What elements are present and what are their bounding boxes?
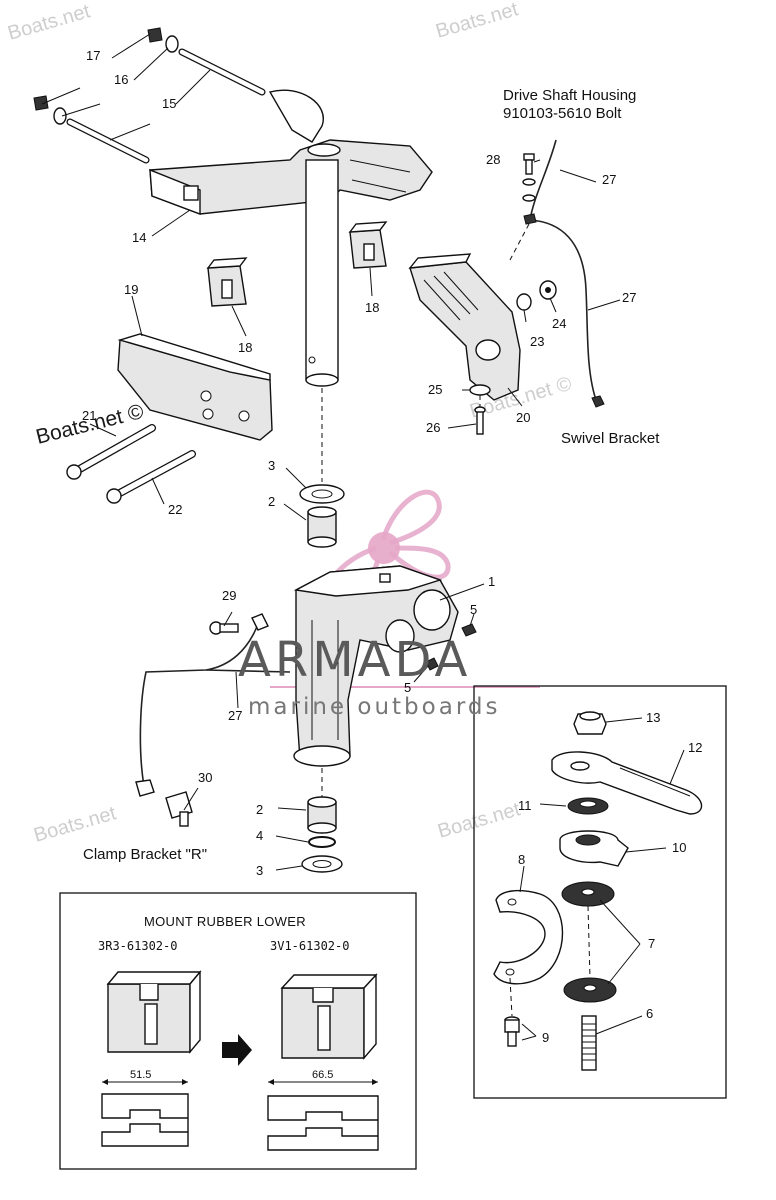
screw-26 [474, 406, 486, 435]
washer-7-top [561, 881, 615, 907]
bracket-8 [493, 889, 564, 985]
clamp-bracket-label: Clamp Bracket "R" [83, 846, 207, 863]
callout-18-right: 18 [365, 300, 379, 315]
leader-lines [41, 33, 685, 1041]
callout-23: 23 [530, 334, 544, 349]
callout-9: 9 [542, 1030, 549, 1045]
washer-3-bottom [301, 855, 343, 873]
callout-30: 30 [198, 770, 212, 785]
nut-17 [33, 27, 163, 111]
bolt-30 [165, 791, 193, 827]
callout-5-upper: 5 [470, 602, 477, 617]
callout-27-top: 27 [602, 172, 616, 187]
upper-mount-bracket-14 [149, 89, 433, 216]
callout-27-mid: 27 [622, 290, 636, 305]
bolt-15-upper [178, 48, 266, 96]
callout-15: 15 [162, 96, 176, 111]
callout-25: 25 [428, 382, 442, 397]
watermark-text: Boats.net [435, 798, 523, 843]
callout-6: 6 [646, 1006, 653, 1021]
callout-24: 24 [552, 316, 566, 331]
plate-10 [559, 830, 629, 867]
armada-brand-subtext: marine outboards [248, 694, 500, 720]
steering-arm-12 [551, 751, 703, 815]
callout-8: 8 [518, 852, 525, 867]
washer-16 [53, 35, 179, 125]
callout-19: 19 [124, 282, 138, 297]
washer-23 [516, 293, 532, 311]
callout-11: 11 [518, 798, 532, 813]
callout-12: 12 [688, 740, 702, 755]
callout-26: 26 [426, 420, 440, 435]
old-dimension-label: 51.5 [130, 1069, 151, 1081]
nut-13 [573, 711, 607, 735]
callout-27-bottom: 27 [228, 708, 242, 723]
watermark-text: Boats.net [31, 802, 119, 847]
inset-frame [59, 892, 417, 1170]
callout-29: 29 [222, 588, 236, 603]
steering-shaft [305, 159, 339, 387]
swivel-bracket-plate-20 [408, 253, 521, 401]
callout-5-lower: 5 [404, 680, 411, 695]
callout-18-left: 18 [238, 340, 252, 355]
callout-22: 22 [168, 502, 182, 517]
callout-14: 14 [132, 230, 146, 245]
washer-25 [469, 384, 491, 396]
screw-29 [209, 621, 239, 635]
drive-shaft-housing-label: Drive Shaft Housing [503, 87, 636, 104]
damper-19 [117, 333, 273, 441]
stud-6 [581, 1015, 597, 1071]
circlip-4 [308, 836, 336, 848]
bolt-part-label: 910103-5610 Bolt [503, 105, 622, 122]
old-dimension-view: 51.5 [101, 1069, 189, 1147]
old-part-number: 3R3-61302-0 [98, 939, 177, 953]
bolt-22 [106, 450, 196, 504]
mount-rubber-18-right [348, 221, 388, 269]
arrow-icon [222, 1034, 252, 1066]
callout-3-top: 3 [268, 458, 275, 473]
watermark-text: Boats.net [433, 0, 521, 43]
bolt-21 [66, 424, 156, 480]
new-dimension-label: 66.5 [312, 1069, 333, 1081]
old-mount-rubber [106, 970, 202, 1054]
ground-lead-27-top [523, 139, 605, 408]
steering-parts-frame [473, 685, 727, 1099]
callout-2-top: 2 [268, 494, 275, 509]
washer-7-bottom [563, 977, 617, 1003]
callout-4: 4 [256, 828, 263, 843]
callout-numbers: 17 16 15 14 18 18 19 21 22 3 2 1 5 5 29 … [82, 48, 702, 1045]
grease-nipple-5 [425, 623, 477, 671]
washer-3-top [299, 484, 345, 504]
bolt-9 [504, 1016, 520, 1047]
callout-21: 21 [82, 408, 96, 423]
callout-1: 1 [488, 574, 495, 589]
bolt-15-lower [66, 118, 150, 164]
bolt-28 [522, 153, 536, 202]
bushing-2-top [307, 506, 337, 548]
ground-lead-27-bottom [135, 613, 291, 797]
callout-16: 16 [114, 72, 128, 87]
callout-28: 28 [486, 152, 500, 167]
callout-17: 17 [86, 48, 100, 63]
bushing-2-bottom [307, 796, 337, 834]
nut-24 [539, 280, 557, 300]
callout-2-bottom: 2 [256, 802, 263, 817]
new-dimension-view: 66.5 [267, 1069, 379, 1151]
callout-10: 10 [672, 840, 686, 855]
new-mount-rubber [280, 973, 378, 1060]
swivel-bracket-1 [293, 565, 459, 767]
callout-13: 13 [646, 710, 660, 725]
new-part-number: 3V1-61302-0 [270, 939, 349, 953]
armada-brand-text: ARMADA [238, 632, 471, 688]
watermark-text: Boats.net [5, 0, 93, 45]
washer-11 [567, 797, 609, 815]
callout-20: 20 [516, 410, 530, 425]
swivel-bracket-label: Swivel Bracket [561, 430, 660, 447]
inset-title: MOUNT RUBBER LOWER [144, 914, 306, 929]
callout-3-bottom: 3 [256, 863, 263, 878]
mount-rubber-18-left [206, 257, 248, 307]
callout-7: 7 [648, 936, 655, 951]
